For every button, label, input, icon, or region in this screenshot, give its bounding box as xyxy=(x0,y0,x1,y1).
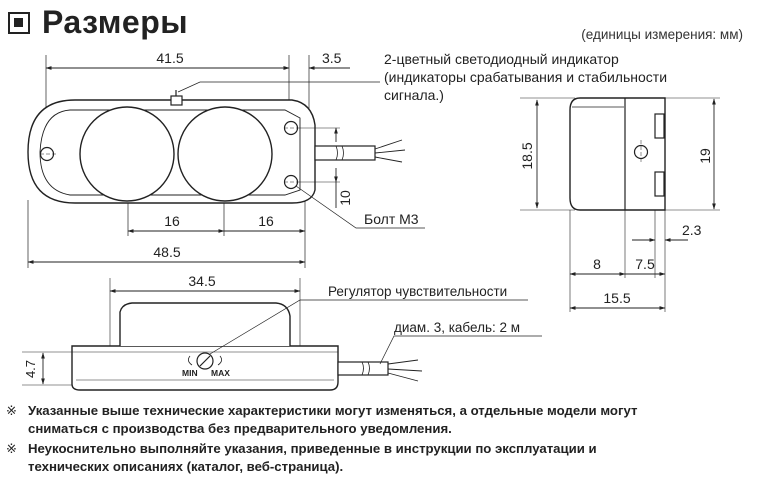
dim-4-7-label: 4.7 xyxy=(23,360,38,378)
dim-41-5: 41.5 xyxy=(45,50,290,70)
note-1-line-1: Указанные выше технические характеристик… xyxy=(28,403,638,418)
notes: ※ Указанные выше технические характерист… xyxy=(6,402,751,478)
note-1-line-2: сниматься с производства без предварител… xyxy=(28,421,452,436)
units-label: (единицы измерения: мм) xyxy=(581,27,743,42)
cable-label: диам. 3, кабель: 2 м xyxy=(394,320,520,335)
cable-callout: диам. 3, кабель: 2 м xyxy=(379,320,542,365)
sensitivity-callout: Регулятор чувствительности xyxy=(209,284,528,355)
dim-18-5: 18.5 xyxy=(519,99,539,209)
led-callout-line2: (индикаторы срабатывания и стабильности xyxy=(384,69,667,85)
header: Размеры (единицы измерения: мм) xyxy=(0,0,759,60)
note-2-line-1: Неукоснительно выполняйте указания, прив… xyxy=(28,441,597,456)
knob-min-label: MIN xyxy=(182,368,198,378)
dim-10: 10 xyxy=(300,127,353,208)
side-view xyxy=(520,97,720,312)
note-1: ※ Указанные выше технические характерист… xyxy=(6,402,751,438)
bolt-label: Болт M3 xyxy=(364,211,419,227)
dim-7-5-label: 7.5 xyxy=(635,256,655,272)
note-mark-icon: ※ xyxy=(6,403,18,418)
sensitivity-label: Регулятор чувствительности xyxy=(328,284,507,299)
dim-16-left-label: 16 xyxy=(164,213,180,229)
dim-16-right-label: 16 xyxy=(258,213,274,229)
page-title: Размеры xyxy=(42,4,189,40)
note-2: ※ Неукоснительно выполняйте указания, пр… xyxy=(6,440,751,476)
led-callout-line1: 2-цветный светодиодный индикатор xyxy=(384,51,619,67)
knob-max-label: MAX xyxy=(211,368,230,378)
dim-15-5: 15.5 xyxy=(569,290,666,310)
front-view xyxy=(22,278,423,391)
dim-10-label: 10 xyxy=(337,190,353,206)
dim-34-5-label: 34.5 xyxy=(188,273,215,289)
dim-48-5: 48.5 xyxy=(27,244,306,264)
section-square-icon xyxy=(8,12,30,34)
bolt-callout: Болт M3 xyxy=(295,185,425,229)
note-mark-icon: ※ xyxy=(6,441,18,456)
section-square-fill xyxy=(14,18,23,27)
dim-3-5: 3.5 xyxy=(266,50,350,70)
dim-18-5-label: 18.5 xyxy=(519,142,535,169)
dim-19: 19 xyxy=(697,98,716,210)
dim-2-3: 2.3 xyxy=(632,222,702,242)
dim-19-label: 19 xyxy=(697,148,713,164)
led-callout: 2-цветный светодиодный индикатор (индика… xyxy=(177,51,667,103)
dim-48-5-label: 48.5 xyxy=(153,244,180,260)
note-2-line-2: технических описаниях (каталог, веб-стра… xyxy=(28,459,344,474)
dim-8-7-5: 8 7.5 xyxy=(569,256,666,276)
dim-16-16: 16 16 xyxy=(127,213,306,233)
dim-4-7: 4.7 xyxy=(23,352,45,385)
dim-2-3-label: 2.3 xyxy=(682,222,702,238)
top-view xyxy=(27,55,406,268)
dim-8-label: 8 xyxy=(593,256,601,272)
dim-15-5-label: 15.5 xyxy=(603,290,630,306)
dim-41-5-label: 41.5 xyxy=(156,50,183,66)
dim-34-5: 34.5 xyxy=(109,273,301,293)
led-callout-line3: сигнала.) xyxy=(384,87,444,103)
dim-3-5-label: 3.5 xyxy=(322,50,342,66)
